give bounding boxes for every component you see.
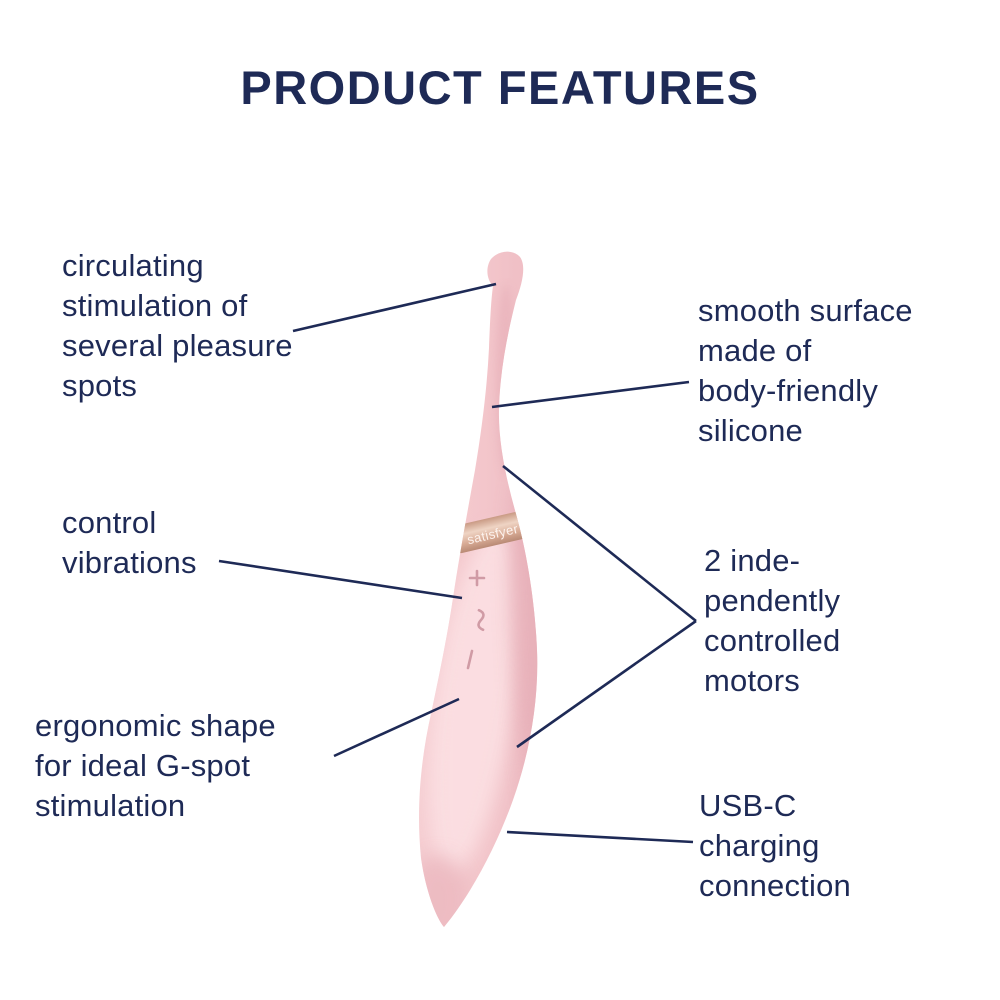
callout-line-usbc	[506, 830, 694, 844]
bar-button-icon	[466, 649, 474, 670]
device-illustration: satisfyer	[419, 251, 538, 927]
callout-line-control	[218, 559, 463, 600]
callout-line-motors-upper	[502, 464, 697, 623]
callout-line-circulating	[292, 282, 497, 333]
device-shadow-tip	[419, 855, 468, 927]
feature-label-independent-motors: 2 inde- pendently controlled motors	[704, 543, 841, 698]
feature-label-usbc-charging: USB-C charging connection	[699, 788, 851, 903]
page-title: PRODUCT FEATURES	[240, 61, 760, 114]
metallic-band	[451, 509, 537, 554]
wave-button-icon	[477, 608, 485, 632]
plus-button-icon	[468, 569, 486, 587]
feature-label-ergonomic-shape: ergonomic shape for ideal G-spot stimula…	[35, 708, 276, 823]
feature-label-smooth-surface: smooth surface made of body-friendly sil…	[698, 293, 913, 448]
device-highlight	[427, 526, 521, 874]
callout-line-motors-lower	[516, 619, 697, 749]
callout-line-smooth	[491, 380, 690, 409]
feature-label-control-vibrations: control vibrations	[62, 505, 197, 580]
callout-line-ergonomic	[333, 697, 460, 758]
device-shadow-neck	[496, 285, 516, 475]
feature-label-circulating-stimulation: circulating stimulation of several pleas…	[62, 248, 293, 403]
